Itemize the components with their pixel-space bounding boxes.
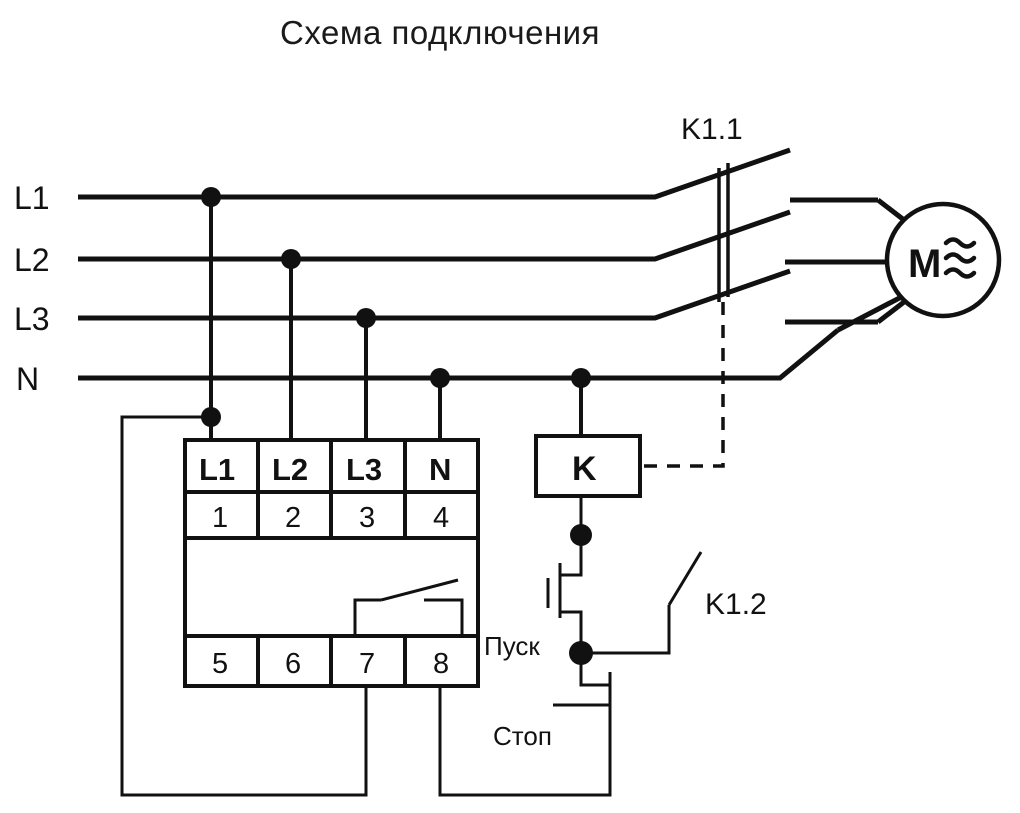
start-button-top-lead bbox=[560, 535, 583, 577]
junction-dot-l3 bbox=[356, 308, 376, 328]
relay-device-box: L1 L2 L3 N 1 2 3 4 5 6 7 8 bbox=[183, 438, 480, 688]
k12-contact-blade bbox=[667, 551, 703, 606]
motor-symbol: M bbox=[884, 201, 1002, 319]
stop-button-top-lead bbox=[579, 653, 610, 687]
relay-terminal-label-n: N bbox=[429, 452, 451, 487]
relay-terminal-number-3: 3 bbox=[359, 502, 375, 534]
motor-ac-wave-icon bbox=[943, 237, 977, 279]
relay-terminal-number-1: 1 bbox=[212, 502, 228, 534]
junction-dot-l1 bbox=[201, 187, 221, 207]
junction-dot-n-relay bbox=[430, 368, 450, 388]
relay-terminal-number-6: 6 bbox=[285, 648, 301, 680]
contactor-coil-k: K bbox=[534, 434, 642, 545]
relay-terminal-label-l3: L3 bbox=[346, 452, 382, 487]
k12-label: K1.2 bbox=[705, 588, 767, 621]
bus-label-l1: L1 bbox=[14, 180, 50, 216]
bus-line-l3 bbox=[78, 268, 791, 321]
relay-internal-no-contact-icon bbox=[353, 578, 464, 636]
contactor-main-contacts-k11: K1.1 bbox=[641, 113, 900, 468]
bus-label-l3: L3 bbox=[14, 301, 50, 337]
coil-box bbox=[534, 434, 642, 498]
relay-contact-left-leg bbox=[353, 598, 381, 636]
k12-right-leg bbox=[581, 605, 671, 655]
k11-actuation-dashed-link bbox=[641, 302, 725, 468]
control-wire-l1-to-terminal7 bbox=[120, 415, 368, 797]
relay-terminal-number-7: 7 bbox=[359, 648, 375, 680]
control-feed-path bbox=[120, 415, 612, 797]
supply-bus-lines bbox=[78, 147, 840, 381]
relay-terminal-label-l1: L1 bbox=[199, 452, 235, 487]
coil-label: K bbox=[572, 450, 597, 488]
relay-terminal-number-4: 4 bbox=[433, 502, 449, 534]
bus-line-l2 bbox=[78, 209, 791, 262]
bus-line-l1 bbox=[78, 147, 791, 200]
bus-labels: L1 L2 L3 N bbox=[14, 180, 50, 397]
relay-terminal-number-8: 8 bbox=[433, 648, 449, 680]
relay-contact-blade bbox=[380, 578, 459, 602]
junction-dot-l2 bbox=[281, 249, 301, 269]
relay-contact-right-leg bbox=[424, 598, 464, 636]
control-wire-terminal8-to-stop bbox=[438, 686, 612, 797]
control-circuit: Пуск K1.2 Стоп bbox=[484, 535, 767, 751]
relay-terminal-number-5: 5 bbox=[212, 648, 228, 680]
junction-dot-n-coil bbox=[571, 368, 591, 388]
k11-label: K1.1 bbox=[681, 113, 743, 146]
motor-letter: M bbox=[908, 242, 941, 286]
relay-tap-wires bbox=[209, 197, 583, 440]
relay-terminal-number-2: 2 bbox=[285, 502, 301, 534]
bus-label-n: N bbox=[16, 361, 39, 397]
bus-label-l2: L2 bbox=[14, 242, 50, 278]
bus-line-n bbox=[78, 328, 840, 381]
relay-terminal-label-l2: L2 bbox=[272, 452, 308, 487]
motor-circle bbox=[884, 201, 1002, 319]
stop-button-label: Стоп bbox=[493, 721, 552, 751]
start-button-bottom-lead bbox=[560, 610, 583, 653]
page-title: Схема подключения bbox=[280, 14, 600, 51]
start-button-label: Пуск bbox=[484, 631, 540, 661]
